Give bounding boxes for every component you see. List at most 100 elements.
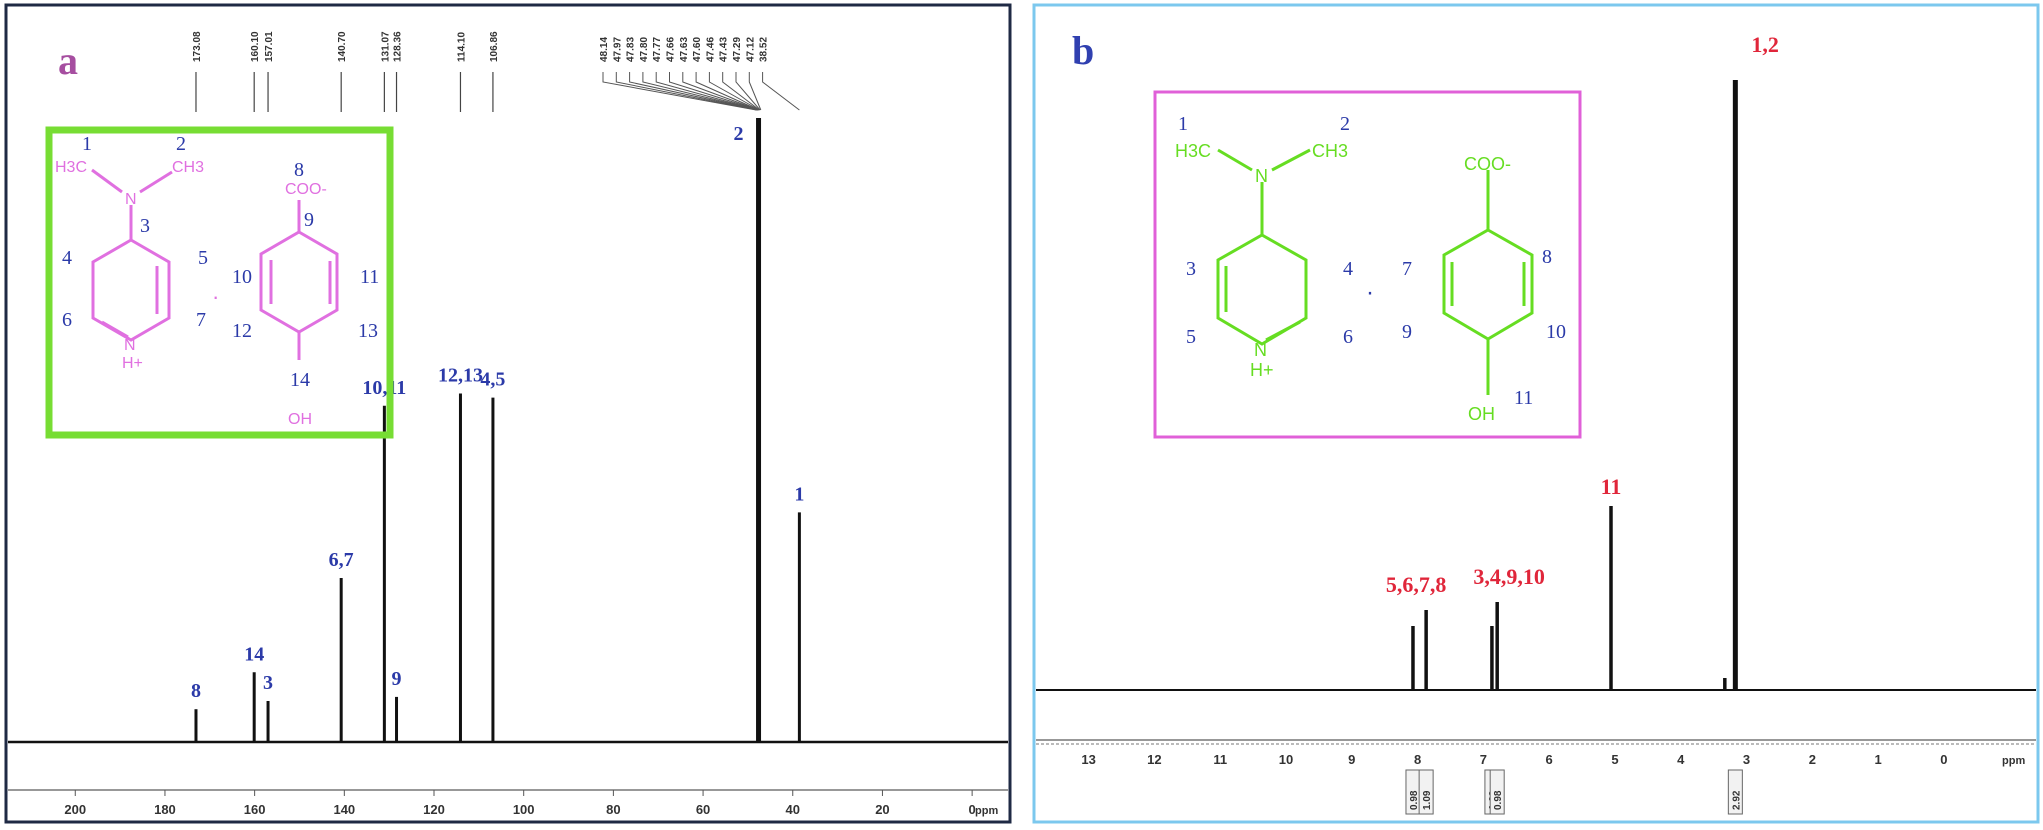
a-top-leader-9 [615,72,758,111]
a-atom-8: 8 [294,159,304,181]
a-atom-2: 2 [176,133,186,155]
b-peak-label-4: 11 [1601,474,1622,499]
a-tick-label-9: 20 [875,802,889,817]
b-peak-label-1: 5,6,7,8 [1386,572,1447,597]
a-peak-label-6: 12,13 [438,365,483,387]
a-hplus: H+ [122,355,143,372]
a-top-leader-8 [602,72,757,111]
a-peak-label-5: 9 [392,668,402,690]
panel-b-axis-unit: ppm [2002,755,2025,767]
a-atom-9: 9 [304,209,314,231]
a-peak-label-1: 14 [244,643,264,665]
b-integral-box-1 [1418,769,1434,815]
a-tick-label-5: 100 [513,802,535,817]
a-tick-label-4: 120 [423,802,445,817]
b-tick-label-3: 10 [1279,752,1293,767]
panel-b-bonds [1216,148,1534,395]
b-oh: OH [1468,404,1495,424]
panel-a-groups: H3C CH3 N N H+ COO- OH · [55,159,327,428]
b-atom-10: 10 [1546,321,1566,343]
b-peak-label-6: 1,2 [1751,32,1779,57]
a-nh: N [124,337,136,354]
a-top-label-14: 47.63 [679,37,690,62]
b-atom-1: 1 [1178,113,1188,135]
a-top-leader-12 [655,72,759,111]
a-tick-label-3: 140 [333,802,355,817]
a-top-label-20: 38.52 [759,37,770,62]
b-tick-label-11: 2 [1809,752,1816,767]
a-atom-3: 3 [140,215,150,237]
a-atom-11: 11 [360,266,379,288]
b-hplus: H+ [1250,360,1274,380]
b-atom-5: 5 [1186,326,1196,348]
panel-b-atom-numbers: 1 2 3 4 5 6 7 8 9 10 11 [1178,113,1566,409]
b-peak-label-3: 3,4,9,10 [1473,564,1545,589]
a-top-label-19: 47.12 [745,37,756,62]
a-tick-label-6: 80 [606,802,620,817]
a-top-label-5: 128.36 [393,31,404,62]
a-tick-label-1: 180 [154,802,176,817]
panel-b-structure: 1 2 3 4 5 6 7 8 9 10 11 H3C CH3 N N H+ C… [1153,90,1582,439]
a-top-leader-14 [682,72,759,111]
a-top-leader-11 [642,72,758,111]
panel-a-frame [4,3,1012,824]
a-top-label-13: 47.66 [666,37,677,62]
a-tick-label-2: 160 [244,802,266,817]
panel-a-atom-numbers: 1 2 3 4 5 6 7 8 9 10 11 12 13 14 [62,133,379,391]
a-top-leader-16 [708,72,760,111]
panel-b-peaks [1411,80,1738,690]
a-h3c: H3C [55,159,87,176]
a-top-label-11: 47.80 [639,37,650,62]
a-peak-label-2: 3 [263,672,273,694]
a-n: N [125,191,137,208]
a-peak-label-0: 8 [191,680,201,702]
a-tick-label-8: 40 [786,802,800,817]
a-atom-7: 7 [196,309,206,331]
a-peak-label-3: 6,7 [329,549,354,571]
b-atom-11: 11 [1514,387,1533,409]
a-peak-label-9: 1 [794,483,804,505]
a-top-label-8: 48.14 [599,37,610,62]
b-integral-value-1: 1.09 [1422,790,1433,810]
panel-b-peak-labels: 5,6,7,8 3,4,9,10 11 1,2 [1386,32,1779,597]
a-top-leader-15 [695,72,759,111]
a-top-label-10: 47.83 [626,37,637,62]
b-atom-2: 2 [1340,113,1350,135]
a-top-leader-13 [669,72,759,111]
a-top-label-4: 131.07 [380,31,391,62]
b-integral-value-4: 2.92 [1731,790,1742,810]
a-atom-14: 14 [290,369,310,391]
panel-a-structure-box [45,126,394,439]
a-peak-label-4: 10,11 [362,377,406,399]
a-top-leader-17 [722,72,760,111]
b-tick-label-8: 5 [1611,752,1618,767]
b-integral-box-3 [1489,769,1505,815]
a-top-leader-19 [748,72,762,111]
b-atom-8: 8 [1542,246,1552,268]
a-top-leader-20 [762,72,800,111]
a-top-label-18: 47.29 [732,37,743,62]
b-ch3: CH3 [1312,141,1348,161]
a-top-label-2: 157.01 [264,31,275,62]
panel-a-peaks [194,118,801,742]
panel-b-integrals: 0.981.091.090.982.92 [1405,769,1743,815]
b-tick-label-13: 0 [1940,752,1947,767]
b-tick-label-7: 6 [1546,752,1553,767]
a-peak-label-8: 2 [734,123,744,145]
panel-b-groups: H3C CH3 N N H+ COO- OH · [1175,141,1511,424]
panel-a-bonds [91,168,339,360]
b-tick-label-2: 11 [1213,752,1227,767]
a-top-label-6: 114.10 [456,32,467,62]
b-h3c: H3C [1175,141,1211,161]
b-tick-label-0: 13 [1081,752,1095,767]
a-top-label-3: 140.70 [337,31,348,62]
a-atom-10: 10 [232,266,252,288]
b-coo: COO- [1464,154,1511,174]
a-top-label-7: 106.86 [489,31,500,62]
a-top-label-17: 47.43 [719,37,730,62]
a-atom-4: 4 [62,247,72,269]
